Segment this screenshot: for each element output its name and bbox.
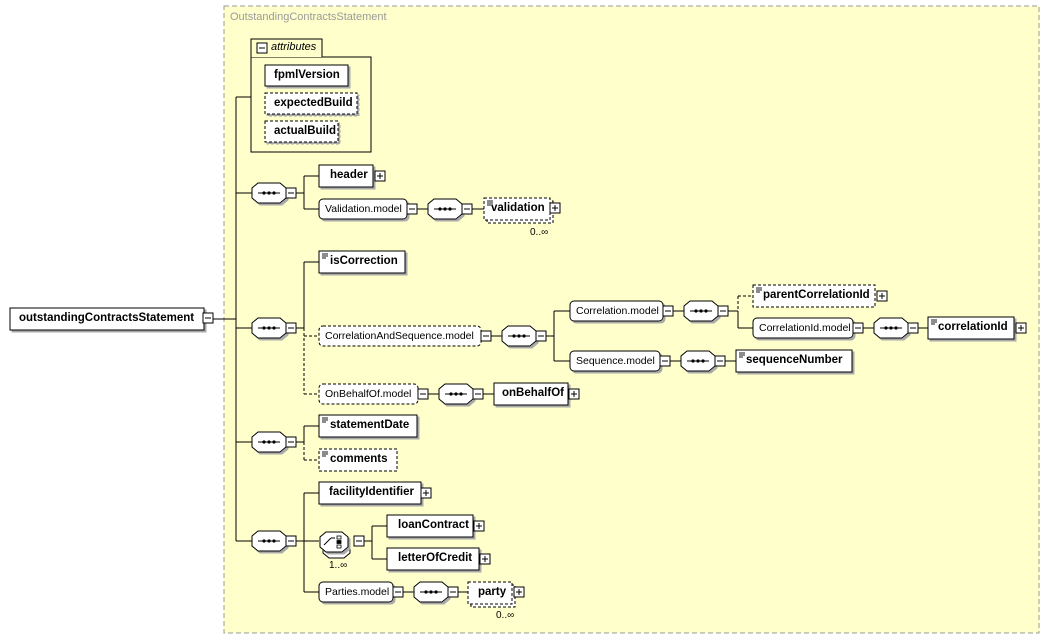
choice-compositor	[319, 531, 365, 559]
correlation-model-label: Correlation.model	[576, 305, 659, 317]
comments-label: comments	[330, 453, 388, 465]
statement-date-box[interactable]	[318, 414, 418, 438]
is-correction-label: isCorrection	[330, 255, 398, 267]
text-content-icon	[487, 200, 493, 206]
text-content-icon	[322, 417, 328, 423]
choice-cardinality: 1..∞	[329, 560, 348, 571]
statement-date-label: statementDate	[330, 419, 410, 431]
sequence-number-label: sequenceNumber	[746, 354, 843, 366]
is-correction-box[interactable]	[318, 250, 406, 274]
attribute-label: actualBuild	[274, 125, 336, 137]
parties-model-label: Parties.model	[325, 586, 390, 598]
attribute-actual-build-box[interactable]	[264, 120, 339, 143]
sequence-compositor-sequence	[680, 350, 726, 372]
root-element-label: outstandingContractsStatement	[19, 312, 195, 324]
letter-of-credit-label: letterOfCredit	[398, 552, 473, 564]
correlation-and-sequence-model-label: CorrelationAndSequence.model	[325, 330, 474, 342]
sequence-compositor-4	[251, 530, 297, 552]
correlation-id-model-label: CorrelationId.model	[759, 322, 851, 334]
on-behalf-of-model-box[interactable]	[318, 383, 419, 405]
attributes-title: attributes	[271, 41, 317, 53]
comments-box[interactable]	[318, 448, 398, 472]
text-content-icon	[931, 319, 937, 325]
facility-identifier-label: facilityIdentifier	[329, 486, 414, 498]
sequence-compositor-3	[251, 431, 297, 453]
loan-contract-label: loanContract	[398, 519, 469, 531]
attribute-fpml-version-box[interactable]	[264, 64, 349, 87]
on-behalf-of-model-label: OnBehalfOf.model	[325, 388, 412, 400]
attribute-label: fpmlVersion	[274, 69, 340, 81]
party-box[interactable]	[467, 581, 513, 605]
letter-of-credit-box[interactable]	[386, 547, 480, 571]
sequence-number-box[interactable]	[735, 349, 853, 373]
container-title: OutstandingContractsStatement	[230, 11, 387, 23]
validation-label: validation	[491, 202, 545, 214]
text-content-icon	[756, 287, 762, 293]
loan-contract-box[interactable]	[386, 514, 474, 538]
parent-correlation-id-box[interactable]	[752, 284, 876, 308]
on-behalf-of-label: onBehalfOf	[502, 387, 564, 399]
sequence-compositors	[251, 182, 919, 603]
party-label: party	[478, 586, 507, 598]
sequence-compositor-correlation-id	[873, 317, 919, 339]
text-content-icons	[322, 200, 937, 457]
sequence-compositor-correlation	[683, 300, 729, 322]
sequence-compositor-on-behalf-of	[438, 383, 484, 405]
header-box[interactable]	[318, 164, 374, 188]
attribute-label: expectedBuild	[274, 97, 353, 109]
attribute-expected-build-box[interactable]	[264, 92, 358, 115]
correlation-id-label: correlationId	[938, 321, 1008, 333]
on-behalf-of-box[interactable]	[493, 382, 569, 406]
sequence-compositor-corr-seq	[501, 325, 547, 347]
sequence-compositor-1	[251, 182, 297, 204]
text-content-icon	[322, 451, 328, 457]
sequence-compositor-validation	[427, 198, 473, 220]
validation-model-label: Validation.model	[325, 203, 402, 215]
text-content-icon	[322, 253, 328, 259]
text-content-icon	[739, 352, 745, 358]
sequence-compositor-parties	[413, 581, 459, 603]
parent-correlation-id-label: parentCorrelationId	[763, 289, 870, 301]
validation-cardinality: 0..∞	[530, 227, 549, 238]
correlation-id-box[interactable]	[927, 316, 1015, 340]
connector-lines	[213, 96, 928, 593]
sequence-model-label: Sequence.model	[576, 355, 655, 367]
header-label: header	[330, 169, 368, 181]
party-cardinality: 0..∞	[496, 610, 515, 621]
sequence-compositor-2	[251, 317, 297, 339]
element-boxes	[318, 164, 1027, 608]
